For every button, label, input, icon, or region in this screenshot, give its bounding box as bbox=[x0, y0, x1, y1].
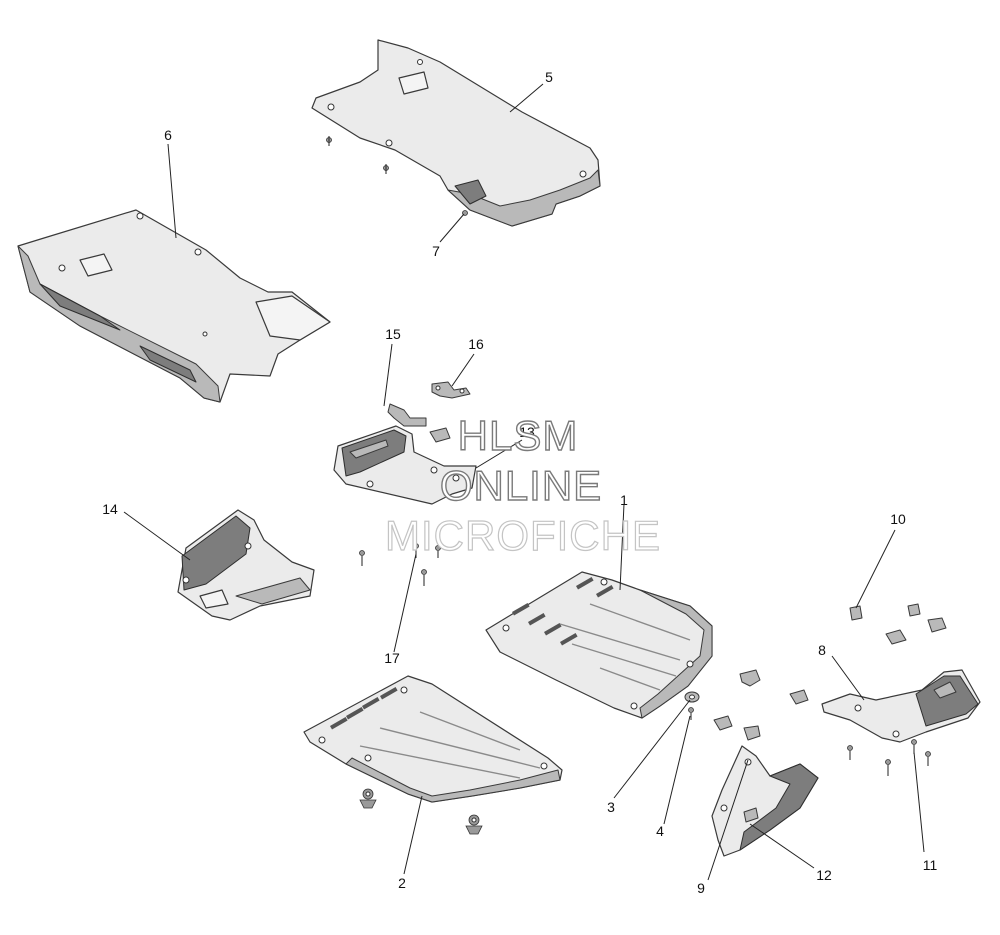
part-15-bracket bbox=[387, 403, 427, 427]
part-5-upper-skid-plate bbox=[311, 39, 601, 227]
watermark-line-1: HLSM bbox=[458, 412, 579, 459]
part-4-bolt bbox=[688, 707, 694, 720]
part-13-center-guard bbox=[333, 425, 477, 505]
part-8-right-guard bbox=[821, 669, 981, 776]
callout-6: 6 bbox=[164, 127, 172, 143]
watermark-line-3: MICROFICHE bbox=[385, 512, 661, 559]
callout-16: 16 bbox=[468, 336, 484, 352]
part-2-left-floor-plate bbox=[303, 675, 563, 803]
part-16-bracket bbox=[431, 381, 471, 399]
watermark-line-2: ONLINE bbox=[440, 462, 602, 509]
fasteners-group-17 bbox=[359, 543, 441, 586]
callout-10: 10 bbox=[890, 511, 906, 527]
callout-4: 4 bbox=[656, 823, 664, 839]
callout-11: 11 bbox=[923, 857, 938, 873]
callout-3: 3 bbox=[607, 799, 615, 815]
callout-2: 2 bbox=[398, 875, 406, 891]
part-3-washer bbox=[684, 691, 700, 703]
callout-7: 7 bbox=[432, 243, 440, 259]
callout-labels: 1 2 3 4 5 6 7 8 9 10 11 12 13 14 15 16 1… bbox=[102, 69, 937, 896]
callout-14: 14 bbox=[102, 501, 118, 517]
watermark: HLSM ONLINE MICROFICHE bbox=[384, 411, 661, 559]
callout-8: 8 bbox=[818, 642, 826, 658]
callout-12: 12 bbox=[816, 867, 832, 883]
callout-1: 1 bbox=[620, 492, 628, 508]
callout-17: 17 bbox=[384, 650, 400, 666]
part-14-left-foot-guard bbox=[177, 509, 315, 621]
callout-9: 9 bbox=[697, 880, 705, 896]
callout-15: 15 bbox=[385, 326, 401, 342]
callout-13: 13 bbox=[519, 424, 535, 440]
part-1-right-floor-plate bbox=[485, 571, 713, 719]
leader-lines bbox=[123, 83, 925, 881]
fasteners-part-2 bbox=[359, 788, 483, 835]
clips-group bbox=[713, 603, 947, 741]
callout-5: 5 bbox=[545, 69, 553, 85]
part-12-right-foot-guard bbox=[711, 745, 819, 857]
part-6-left-skid-plate bbox=[17, 209, 331, 403]
